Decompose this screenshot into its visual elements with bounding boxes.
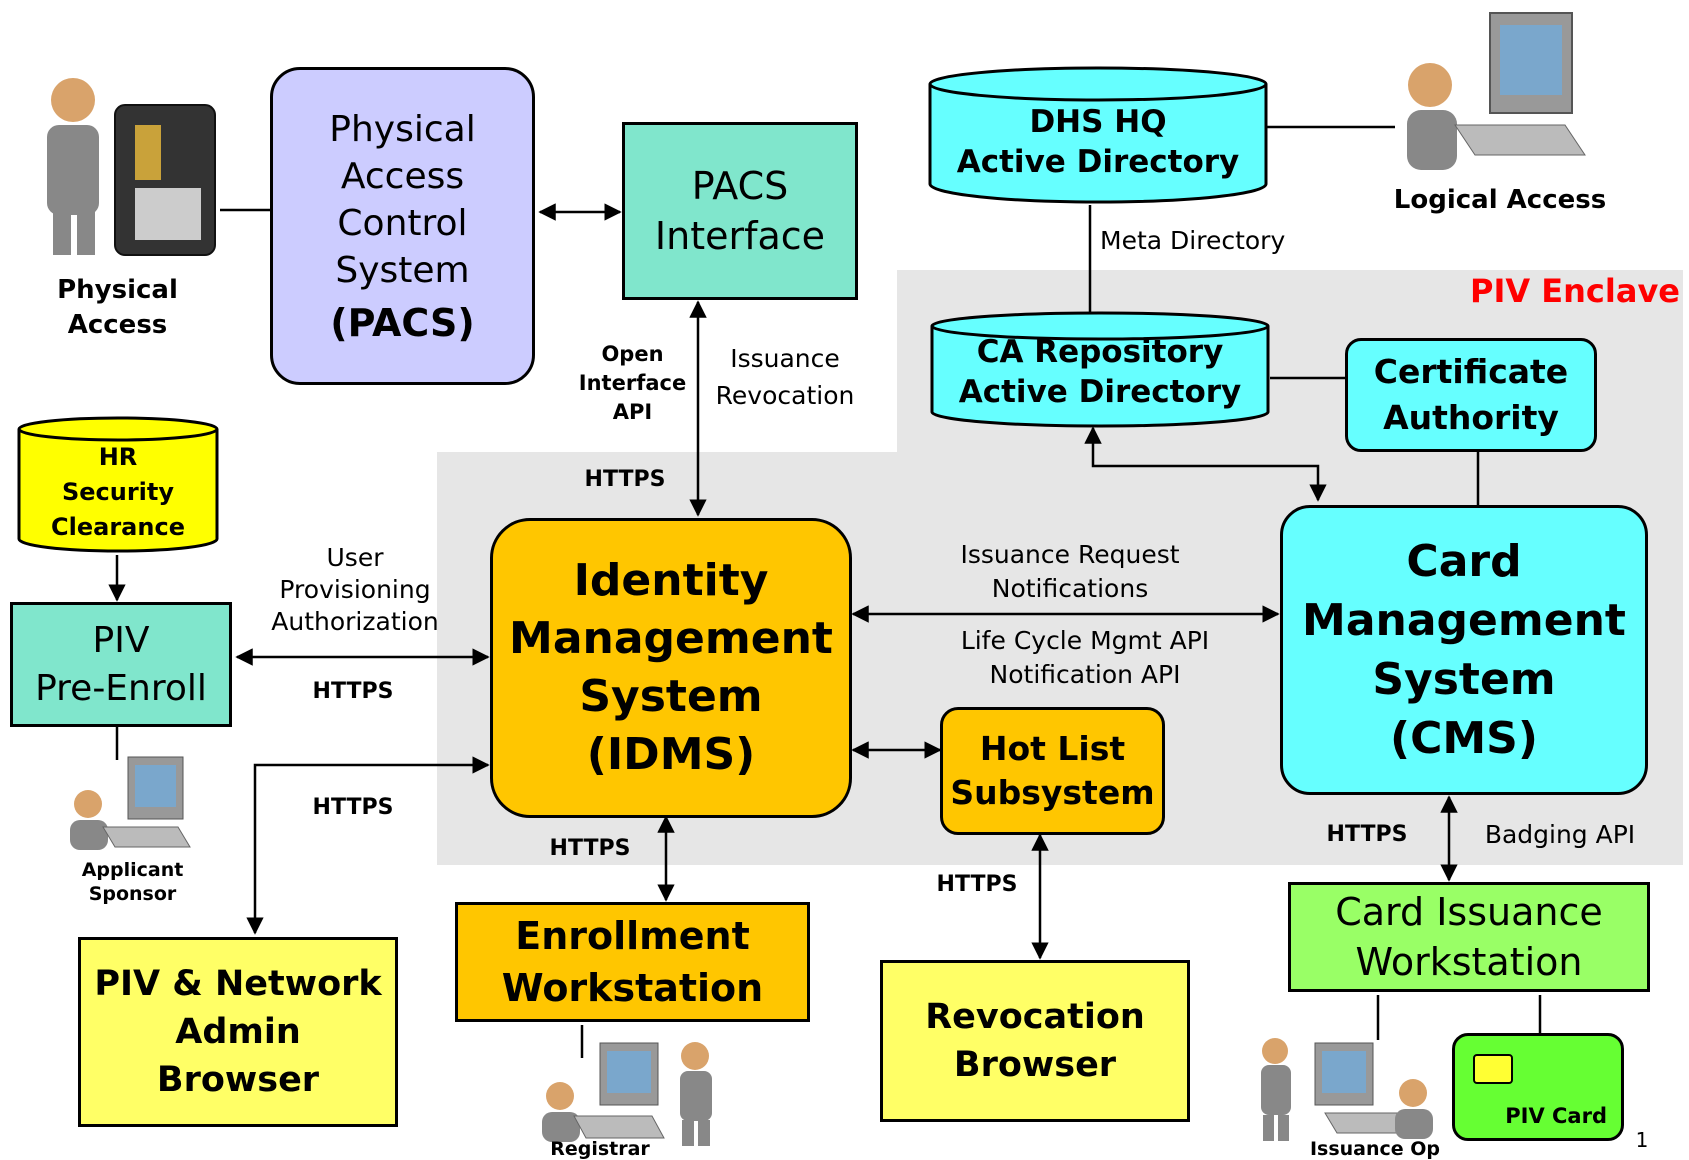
meta-directory-label: Meta Directory — [1100, 226, 1286, 255]
enroll-line1: Enrollment — [515, 914, 750, 958]
ca-repository-cylinder: CA Repository Active Directory — [930, 310, 1270, 430]
idms-line2: Management — [509, 613, 833, 664]
physical-access-line1: Physical — [57, 275, 178, 305]
ca-repo-line1: CA Repository — [976, 334, 1224, 370]
issuance-req-line1: Issuance Request — [960, 540, 1180, 569]
cms-line4: (CMS) — [1390, 713, 1538, 764]
pacs-line2: Access — [340, 155, 465, 197]
admin-line3: Browser — [156, 1060, 320, 1100]
registrar-label: Registrar — [550, 1138, 650, 1160]
ca-repo-line2: Active Directory — [958, 374, 1242, 410]
hr-line1: HR — [98, 443, 138, 471]
open-api-line1: Open — [601, 342, 664, 366]
pacs-line5: (PACS) — [330, 300, 475, 345]
revocation-line1: Revocation — [925, 997, 1145, 1037]
open-interface-api-label: Open Interface API — [570, 340, 695, 427]
arrow-idms-admin — [246, 756, 490, 935]
applicant-line2: Sponsor — [88, 883, 177, 905]
cms-line3: System — [1372, 654, 1556, 705]
pacs-line4: System — [335, 249, 470, 291]
idms-line3: System — [579, 671, 763, 722]
user-prov-line1: User — [326, 543, 384, 572]
issuance-rev-line1: Issuance — [730, 344, 840, 373]
hr-line3: Clearance — [51, 513, 185, 541]
card-issuance-line2: Workstation — [1355, 940, 1583, 984]
cert-auth-line1: Certificate — [1373, 352, 1569, 391]
revocation-line2: Browser — [953, 1045, 1117, 1085]
https-label-enrollment: HTTPS — [549, 836, 631, 861]
idms-line4: (IDMS) — [586, 729, 756, 780]
open-api-line2: Interface — [578, 371, 687, 395]
issuance-op-icon — [1255, 1033, 1445, 1143]
admin-browser-box: PIV & Network Admin Browser — [78, 937, 398, 1127]
https-label-hotlist: HTTPS — [936, 872, 1018, 897]
lifecycle-line1: Life Cycle Mgmt API — [960, 626, 1210, 655]
hotlist-box: Hot List Subsystem — [940, 707, 1165, 835]
arrow-repo-cms — [1084, 426, 1327, 502]
cms-line1: Card — [1406, 536, 1522, 587]
card-issuance-workstation-box: Card Issuance Workstation — [1288, 882, 1650, 992]
cms-box: Card Management System (CMS) — [1280, 505, 1648, 795]
enroll-line2: Workstation — [501, 966, 764, 1010]
idms-line1: Identity — [573, 555, 769, 606]
pacs-interface-box: PACS Interface — [622, 122, 858, 300]
idms-box: Identity Management System (IDMS) — [490, 518, 852, 818]
physical-access-icon — [35, 70, 225, 260]
hotlist-line1: Hot List — [979, 729, 1126, 768]
enrollment-workstation-box: Enrollment Workstation — [455, 902, 810, 1022]
user-prov-line3: Authorization — [271, 607, 439, 636]
https-label-admin: HTTPS — [312, 795, 394, 820]
pacs-interface-line2: Interface — [654, 214, 826, 258]
pacs-line3: Control — [337, 202, 468, 244]
https-label-interface: HTTPS — [584, 467, 666, 492]
preenroll-line1: PIV — [92, 619, 150, 661]
lifecycle-line2: Notification API — [989, 660, 1181, 689]
admin-line2: Admin — [175, 1012, 301, 1052]
registrar-icon — [532, 1038, 722, 1148]
certificate-authority-box: Certificate Authority — [1345, 338, 1597, 452]
logical-access-icon — [1395, 5, 1595, 220]
dhs-hq-cylinder: DHS HQ Active Directory — [928, 66, 1268, 206]
badging-api-label: Badging API — [1484, 820, 1636, 849]
applicant-line1: Applicant — [81, 859, 184, 881]
user-provisioning-label: User Provisioning Authorization — [255, 542, 455, 638]
pacs-interface-line1: PACS — [691, 164, 789, 208]
chip-icon — [1473, 1054, 1513, 1084]
lifecycle-api-label: Life Cycle Mgmt API Notification API — [920, 624, 1250, 692]
cms-line2: Management — [1302, 595, 1626, 646]
dhs-hq-line1: DHS HQ — [1029, 104, 1167, 140]
admin-line1: PIV & Network — [94, 964, 382, 1004]
open-api-line3: API — [612, 400, 653, 424]
user-prov-line2: Provisioning — [279, 575, 431, 604]
preenroll-line2: Pre-Enroll — [35, 667, 207, 709]
issuance-revocation-label: Issuance Revocation — [705, 340, 865, 414]
piv-enclave-label: PIV Enclave — [1470, 272, 1680, 310]
revocation-browser-box: Revocation Browser — [880, 960, 1190, 1122]
issuance-req-line2: Notifications — [991, 574, 1149, 603]
https-label-preenroll: HTTPS — [312, 679, 394, 704]
piv-card-label: PIV Card — [1505, 1104, 1607, 1128]
applicant-label: Applicant Sponsor — [60, 858, 205, 906]
issuance-rev-line2: Revocation — [715, 381, 855, 410]
pacs-box: Physical Access Control System (PACS) — [270, 67, 535, 385]
cert-auth-line2: Authority — [1383, 398, 1559, 437]
piv-card: PIV Card — [1452, 1033, 1624, 1141]
issuance-request-label: Issuance Request Notifications — [920, 538, 1220, 606]
physical-access-line2: Access — [67, 310, 168, 340]
issuance-op-label: Issuance Op — [1309, 1138, 1441, 1160]
page-number: 1 — [1635, 1128, 1649, 1152]
hotlist-line2: Subsystem — [950, 773, 1155, 812]
card-issuance-line1: Card Issuance — [1335, 890, 1603, 934]
hr-security-cylinder: HR Security Clearance — [17, 415, 219, 555]
physical-access-label: Physical Access — [20, 273, 215, 343]
piv-preenroll-box: PIV Pre-Enroll — [10, 602, 232, 727]
logical-access-label: Logical Access — [1393, 185, 1607, 215]
dhs-hq-line2: Active Directory — [956, 144, 1240, 180]
https-label-cms: HTTPS — [1326, 822, 1408, 847]
hr-line2: Security — [61, 478, 175, 506]
pacs-line1: Physical — [329, 108, 476, 150]
applicant-icon — [58, 752, 193, 852]
